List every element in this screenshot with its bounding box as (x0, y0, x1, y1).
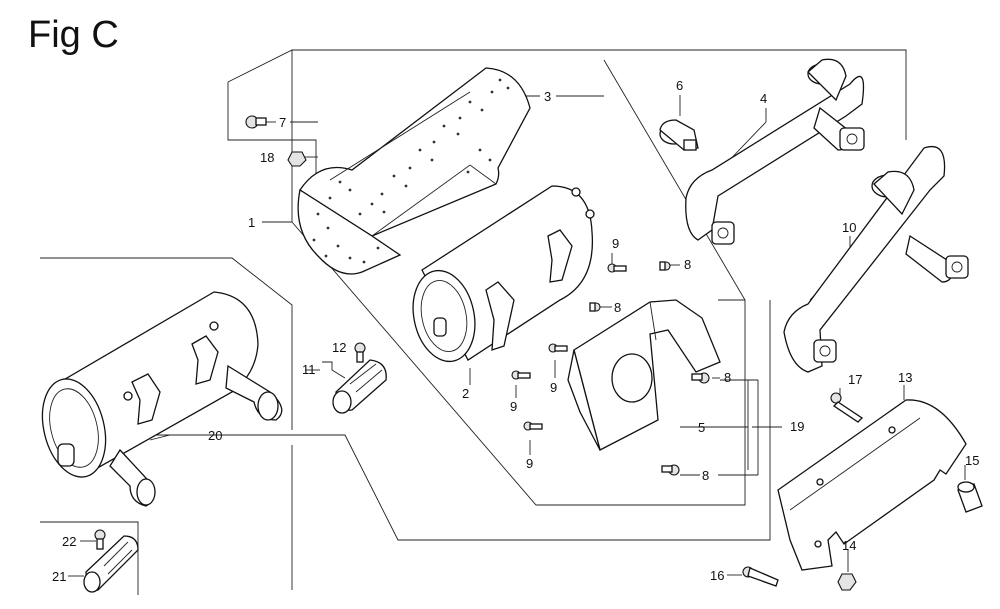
label-10: 10 (842, 220, 856, 235)
label-4: 4 (760, 91, 767, 106)
label-19: 19 (790, 419, 804, 434)
bolt-17 (830, 392, 864, 423)
label-13: 13 (898, 370, 912, 385)
bolt-8-d (661, 464, 680, 476)
label-18: 18 (260, 150, 274, 165)
screw-22 (94, 529, 106, 550)
exhaust-pipe-upper (685, 58, 865, 245)
label-21: 21 (52, 569, 66, 584)
label-7: 7 (279, 115, 286, 130)
pipe-clamp (659, 119, 699, 151)
label-2: 2 (462, 386, 469, 401)
label-11: 11 (302, 362, 316, 377)
bolt-8-c (691, 372, 710, 384)
label-12: 12 (332, 340, 346, 355)
bolt-8-a (659, 261, 671, 271)
muffler-body (412, 185, 595, 363)
bolt-9-a (607, 263, 627, 273)
label-9-d: 9 (526, 456, 533, 471)
label-5: 5 (698, 420, 705, 435)
label-16: 16 (710, 568, 724, 583)
collar-15 (957, 481, 983, 513)
muffler-protector (297, 67, 531, 275)
label-9-a: 9 (612, 236, 619, 251)
spark-arrester-upper (332, 359, 387, 414)
fasteners (94, 115, 983, 591)
spark-arrester-lower (83, 535, 139, 593)
label-15: 15 (965, 453, 979, 468)
screw-12 (354, 342, 366, 363)
figure-title: Fig C (28, 14, 119, 56)
label-3: 3 (544, 89, 551, 104)
bolt-9-b (548, 343, 568, 353)
label-8-b: 8 (614, 300, 621, 315)
label-9-b: 9 (550, 380, 557, 395)
bolt-8-b (589, 302, 601, 312)
nut-18 (287, 151, 307, 167)
label-9-c: 9 (510, 399, 517, 414)
label-8-a: 8 (684, 257, 691, 272)
nut-14 (837, 573, 857, 591)
bolt-16 (742, 566, 779, 587)
label-8-d: 8 (702, 468, 709, 483)
protector-plate (777, 399, 967, 571)
label-1: 1 (248, 215, 255, 230)
label-22: 22 (62, 534, 76, 549)
bolt-9-d (523, 421, 543, 431)
label-20: 20 (208, 428, 222, 443)
part-labels: 1 2 3 4 5 6 7 8 8 8 8 9 9 9 9 10 11 12 1… (52, 78, 979, 584)
bolt-9-c (511, 370, 531, 380)
label-14: 14 (842, 538, 856, 553)
large-muffler (41, 291, 283, 507)
label-6: 6 (676, 78, 683, 93)
label-17: 17 (848, 372, 862, 387)
muffler-stay (567, 299, 721, 451)
exhaust-pipe-lower (783, 146, 969, 373)
label-8-c: 8 (724, 370, 731, 385)
